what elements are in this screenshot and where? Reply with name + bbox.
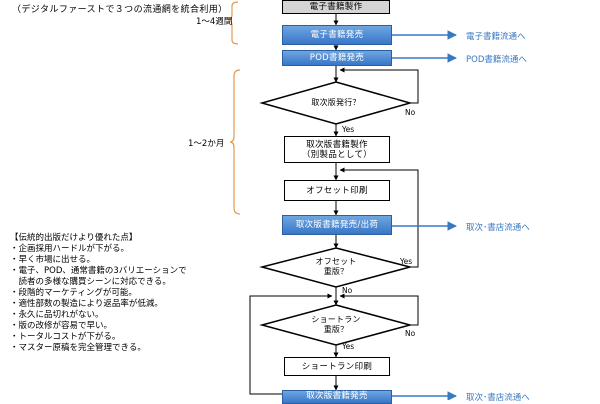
yes-label-shortrun: Yes (342, 342, 355, 351)
advantage-item: ・適性部数の製造により返品率が低減。 (10, 299, 163, 309)
advantage-item: ・永久に品切れがない。 (10, 310, 104, 320)
decision-reprint-label: 取次版発行？ (311, 98, 361, 107)
dest-bottom-channel: 取次･書店流通へ (466, 393, 530, 403)
header-note: （デジタルファーストで３つの流通網を統合利用） (12, 5, 228, 15)
advantages-panel: 【伝統的出版だけより優れた点】 ・企画採用ハードルが下がる。 ・早く市場に出せる… (10, 233, 240, 354)
reprint-production-box: 取次版書籍製作 （別製品として） (284, 136, 390, 163)
period-bracket-months (229, 69, 241, 215)
decision-offset-label: オフセット 重版？ (315, 257, 357, 276)
pod-release-box: POD書籍発売 (282, 50, 392, 66)
period-bracket-weeks (227, 1, 239, 45)
dest-ebook-channel: 電子書籍流通へ (466, 32, 526, 42)
decision-reprint-diamond (259, 81, 413, 125)
dest-store-channel: 取次･書店流通へ (466, 223, 530, 233)
advantage-item: ・版の改修が容易で早い。 (10, 321, 113, 331)
advantage-item: ・企画採用ハードルが下がる。 (10, 244, 130, 254)
bottom-release-box: 取次版書籍発売 (282, 390, 392, 404)
dest-pod-channel: POD書籍流通へ (466, 55, 527, 65)
advantage-item: ・段階的マーケティングが可能。 (10, 288, 137, 298)
advantages-title: 【伝統的出版だけより優れた点】 (10, 233, 138, 243)
reprint-release-box: 取次版書籍発売/出荷 (282, 215, 392, 235)
advantage-item: ・早く市場に出せる。 (10, 255, 96, 265)
period-label-months: 1～2か月 (188, 139, 225, 149)
yes-label-offset: Yes (400, 257, 413, 266)
ebook-release-box: 電子書籍発売 (282, 25, 392, 45)
no-label-reprint: No (405, 108, 416, 117)
decision-shortrun-label: ショートラン 重版？ (311, 315, 361, 334)
decision-offset-diamond (259, 247, 413, 288)
period-label-weeks: 1～4週間 (196, 17, 233, 27)
ebook-production-box: 電子書籍製作 (282, 0, 390, 14)
no-label-offset: No (342, 286, 353, 295)
no-label-shortrun: No (405, 329, 416, 338)
decision-shortrun-diamond (259, 304, 413, 346)
advantage-item: ・マスター原稿を完全管理できる。 (10, 343, 146, 353)
advantage-item: ・トータルコストが下がる。 (10, 332, 121, 342)
advantage-item: ・電子、POD、通常書籍の3バリエーションで 読者の多様な購買シーンに対応できる… (10, 266, 187, 287)
shortrun-print-box: ショートラン印刷 (284, 357, 390, 376)
offset-print-box: オフセット印刷 (284, 180, 390, 201)
yes-label-reprint: Yes (342, 125, 355, 134)
